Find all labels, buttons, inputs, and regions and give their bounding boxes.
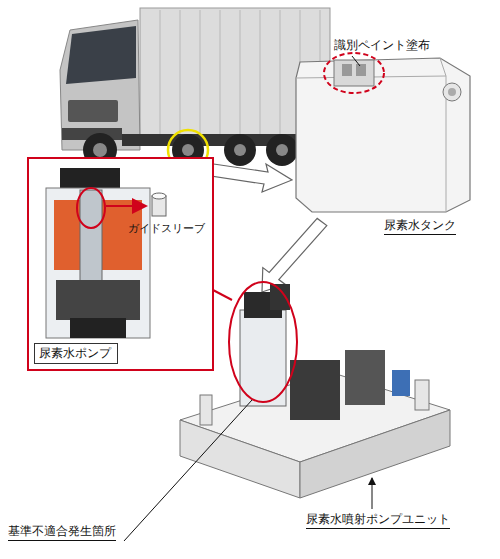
part-label: ガイドスリーブ	[128, 222, 205, 236]
part-label: 尿素水タンク	[384, 218, 456, 235]
pointer-arrow	[262, 218, 327, 292]
part-label: 識別ペイント塗布	[334, 38, 430, 53]
pump-cutaway	[28, 158, 232, 370]
label-box: 尿素水ポンプ	[34, 343, 118, 364]
truck	[60, 8, 332, 170]
callout-line	[213, 290, 232, 300]
leader-line	[352, 56, 360, 66]
leader-arrow	[372, 478, 373, 509]
urea-tank	[296, 53, 470, 212]
pump-unit	[124, 282, 450, 541]
leader-line	[124, 400, 252, 541]
box-text: 尿素水ポンプ	[39, 346, 113, 361]
part-label: 尿素水噴射ポンプユニット	[306, 512, 450, 529]
note-label: 基準不適合発生箇所	[8, 524, 116, 541]
